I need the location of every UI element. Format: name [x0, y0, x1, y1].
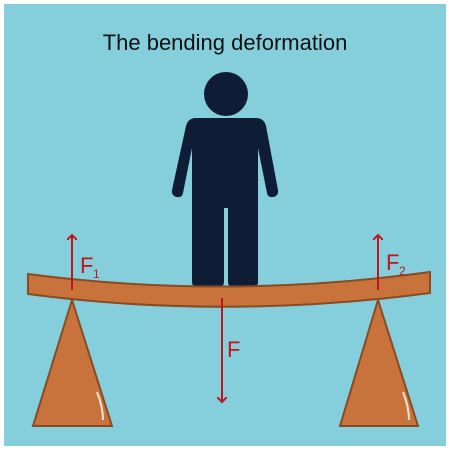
force-label-right: F: [386, 250, 399, 275]
force-subscript-right: 2: [399, 264, 406, 278]
bent-beam: [27, 270, 431, 308]
person-head: [204, 72, 248, 116]
person-left-leg: [192, 206, 224, 287]
person-torso: [171, 118, 279, 208]
force-subscript-left: 1: [93, 267, 100, 281]
person-right-leg: [228, 206, 258, 287]
force-label-left: F: [80, 253, 93, 278]
person-figure: [171, 72, 279, 287]
diagram-title: The bending deformation: [103, 30, 348, 55]
right-support: [338, 296, 420, 427]
left-support: [31, 296, 114, 427]
force-label-center: F: [227, 337, 240, 362]
